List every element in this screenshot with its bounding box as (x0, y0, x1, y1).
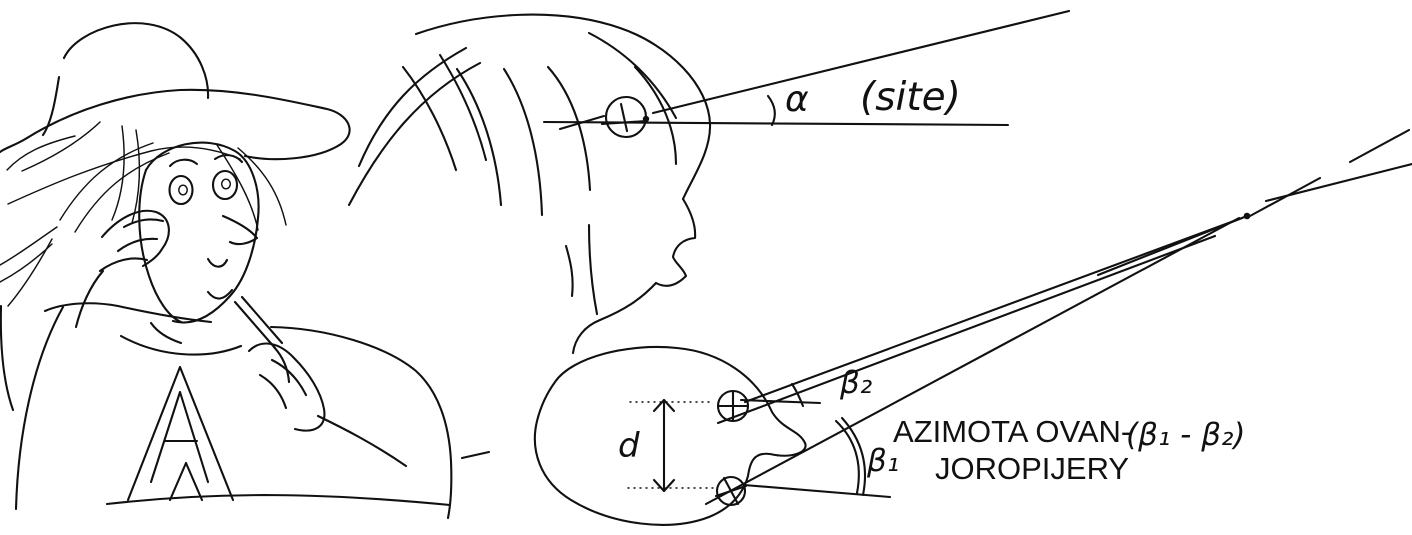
mouth (208, 259, 227, 267)
hair-outline (416, 15, 710, 199)
alpha-arc (768, 96, 775, 125)
alpha-note: (site) (860, 75, 961, 120)
azimuth-title-line-2: JOROPIJERY (935, 451, 1129, 486)
neck-line (151, 323, 181, 343)
neck-line (566, 246, 573, 296)
pencil-line (235, 302, 275, 348)
far-guide-line (1098, 216, 1247, 275)
face-left-outline (139, 170, 181, 322)
hair-strand (548, 67, 590, 190)
bearing-head-drawing: d β₂ β₁ AZIMOTA OVAN- JOROPIJERY (β₁ - β… (535, 130, 1412, 525)
hair-strand (635, 67, 676, 164)
intersection-point (1244, 213, 1251, 220)
hat-crown (64, 23, 208, 98)
hat-brim (27, 90, 350, 159)
sleeve-line (318, 416, 406, 466)
lower-hand (249, 344, 324, 431)
letter-a-outer (128, 367, 233, 500)
difference-formula: (β₁ - β₂) (1126, 417, 1246, 453)
shoulder-line (45, 303, 211, 322)
hair-strand (7, 136, 75, 170)
hair-strand (8, 239, 52, 306)
profile-person-drawing: α (site) (349, 11, 1069, 353)
surprised-person-drawing (0, 23, 489, 518)
distance-label: d (618, 426, 640, 466)
upper-bearing-line (718, 236, 1215, 423)
letter-a-outline (151, 392, 208, 482)
hair-strand (112, 126, 124, 220)
neck-line (589, 225, 597, 314)
left-edge-hair (1, 306, 13, 410)
shirt-bottom (107, 495, 450, 505)
head-outline (535, 347, 806, 525)
hair-strand (0, 244, 52, 282)
shirt-left (16, 307, 63, 509)
arm-line (76, 271, 103, 327)
neckline (121, 336, 241, 355)
left-eye-pupil (179, 185, 187, 195)
jaw-line (573, 283, 656, 353)
letter-a-inner (170, 463, 202, 500)
raised-hand-finger (124, 219, 163, 227)
right-eye-pupil (222, 179, 231, 189)
upper-bearing-guide (745, 218, 1242, 402)
eye-center-line (621, 104, 627, 131)
far-guide-line (1350, 130, 1409, 162)
lower-hand-finger (260, 375, 286, 408)
raised-hand-finger (118, 239, 157, 251)
azimuth-title-line-1: AZIMOTA OVAN- (893, 414, 1131, 449)
pencil-line (242, 297, 282, 343)
upper-reference-line (741, 400, 820, 403)
hat-brim-left (0, 138, 27, 152)
far-guide-line (1266, 164, 1412, 201)
lower-reference-line (744, 485, 890, 497)
hair-back-strand (359, 48, 466, 166)
alpha-label: α (785, 79, 809, 120)
beta-two-label: β₂ (839, 365, 872, 401)
hair-strand (504, 69, 542, 215)
nose (223, 216, 257, 244)
raised-hand-finger (100, 258, 147, 271)
left-eyebrow (170, 160, 197, 166)
hair-strand (22, 122, 100, 171)
face-profile (656, 199, 695, 286)
face-outline (146, 143, 259, 323)
small-dash (462, 452, 489, 458)
right-eye-outline (213, 171, 237, 199)
left-eye-outline (170, 176, 193, 204)
right-eyebrow (215, 155, 242, 162)
shirt-right (271, 327, 451, 518)
